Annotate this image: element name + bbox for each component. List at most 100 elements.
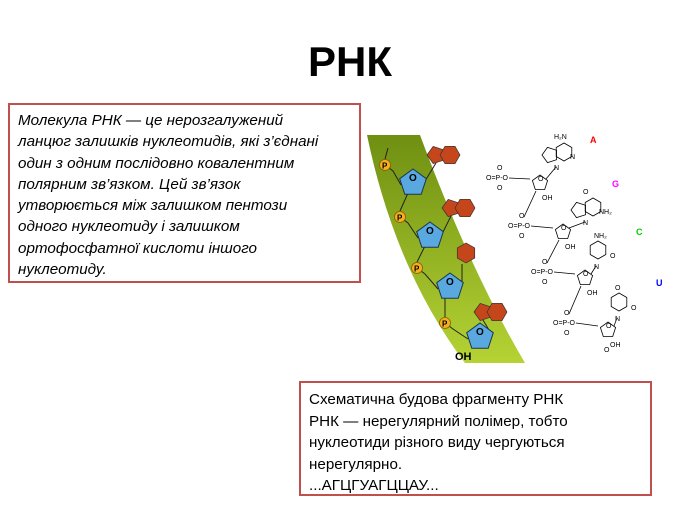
caption-line: РНК — нерегулярний полімер, тобто [309, 412, 568, 430]
substituent-label: N [570, 154, 575, 161]
definition-line: полярним зв’язком. Цей зв’язок [18, 175, 241, 193]
bond [546, 239, 560, 264]
sugar-oxygen-label: O [426, 226, 434, 237]
ribose-pentagon [466, 322, 494, 349]
phosphate-circle [394, 211, 406, 223]
definition-line: утворюється між залишком пентози [18, 197, 288, 215]
ring-oxygen-label: O [606, 323, 612, 330]
bond [384, 147, 389, 160]
base-letter-G: G [612, 179, 619, 189]
terminal-oh-label: OH [455, 351, 472, 363]
bond [399, 192, 409, 212]
phosphate-label: P [382, 162, 388, 171]
caption-textbox: Схематична будова фрагменту РНК РНК — не… [299, 381, 652, 496]
bond [590, 265, 597, 275]
definition-line: Молекула РНК — це нерозгалужений [18, 112, 284, 129]
bond [424, 162, 437, 182]
pyrimidine-ring [584, 197, 602, 217]
oxygen-label: O [542, 279, 548, 286]
ribose-ring [554, 223, 572, 239]
bond [523, 190, 537, 218]
bond [416, 245, 426, 263]
phosphate-label: P [397, 214, 403, 223]
hydroxyl-label: OH [610, 342, 621, 349]
substituent-label: O [615, 285, 621, 292]
ribose-ring [531, 174, 549, 190]
phosphate-group-label: O=P-O [553, 320, 576, 327]
ring-oxygen-label: O [583, 271, 589, 278]
substituent-label: NH₂ [599, 209, 612, 216]
slide-title: РНК [308, 38, 392, 85]
oxygen-label: O [497, 185, 503, 192]
chemical-structure [508, 142, 628, 337]
pyrimidine-ring [589, 240, 607, 260]
base-letter-A: A [590, 135, 597, 145]
substituent-label: O [610, 253, 616, 260]
oxygen-label: O [542, 259, 548, 266]
phosphate-circle [411, 262, 423, 274]
sugar-oxygen-label: O [476, 327, 484, 338]
phosphate-circle [439, 317, 451, 329]
oxygen-label: O [519, 213, 525, 220]
bond [568, 285, 582, 315]
ring-oxygen-label: O [561, 225, 567, 232]
purine-base-hexagon [486, 302, 508, 322]
bond [441, 215, 452, 235]
definition-line: ланцюг залишків нуклеотидів, які з’єднан… [18, 133, 319, 151]
oxygen-label: O [564, 330, 570, 337]
base-letter-C: C [636, 227, 643, 237]
hydroxyl-label: OH [587, 290, 598, 297]
phosphate-group-label: O=P-O [531, 269, 554, 276]
definition-line: ортофосфатної кислоти іншого [18, 239, 257, 257]
definition-line: нуклеотиду. [18, 261, 107, 279]
oxygen-label: O [497, 165, 503, 172]
ribose-pentagon [399, 168, 427, 195]
ribose-pentagon [436, 272, 464, 299]
nitrogen-label: N [594, 264, 599, 271]
definition-line: один з одним послідовно ковалентним [18, 154, 295, 172]
sequence-line: ...АГЦГУАГЦЦАУ... [309, 477, 439, 494]
phosphate-circle [379, 159, 391, 171]
base-letter-U: U [656, 278, 663, 288]
hydroxyl-label: OH [565, 244, 576, 251]
oxygen-label: O [519, 233, 525, 240]
bond [508, 177, 531, 180]
ribose-ring [599, 321, 617, 337]
phosphate-label: P [414, 265, 420, 274]
substituent-label: H₂N [554, 134, 567, 141]
purine-base-hexagon [454, 198, 476, 218]
substituent-label: O [583, 189, 589, 196]
imidazole-ring [541, 146, 557, 164]
nitrogen-label: N [554, 165, 559, 172]
bond [575, 322, 599, 327]
substituent-label: O [631, 305, 637, 312]
phosphate-group-label: O=P-O [508, 223, 531, 230]
caption-line: нуклеотиди різного виду чергуються [309, 434, 565, 451]
bond [553, 271, 576, 275]
ribose-pentagon [416, 221, 444, 248]
bond [568, 221, 586, 229]
nitrogen-label: N [615, 316, 620, 323]
sugar-oxygen-label: O [409, 173, 417, 184]
bond [530, 225, 554, 229]
bond [545, 166, 557, 180]
pyrimidine-ring [555, 142, 573, 162]
imidazole-ring [570, 201, 586, 219]
oxygen-label: O [564, 310, 570, 317]
hydroxyl-label: OH [542, 195, 553, 202]
phosphate-label: P [442, 320, 448, 329]
phosphate-group-label: O=P-O [486, 175, 509, 182]
sugar-oxygen-label: O [446, 277, 454, 288]
nitrogen-label: N [583, 220, 588, 227]
pyrimidine-base-hexagon [456, 242, 476, 264]
terminal-oxygen-label: O [604, 347, 610, 354]
caption-line: нерегулярно. [309, 455, 403, 473]
ring-oxygen-label: O [538, 176, 544, 183]
definition-line: одного нуклеотиду і залишком [18, 218, 240, 236]
ribose-ring [576, 269, 594, 285]
definition-textbox: Молекула РНК — це нерозгалужений ланцюг … [8, 103, 361, 283]
pyrimidine-ring [610, 292, 628, 312]
substituent-label: NH₂ [594, 233, 607, 240]
caption-line: Схематична будова фрагменту РНК [309, 391, 564, 408]
